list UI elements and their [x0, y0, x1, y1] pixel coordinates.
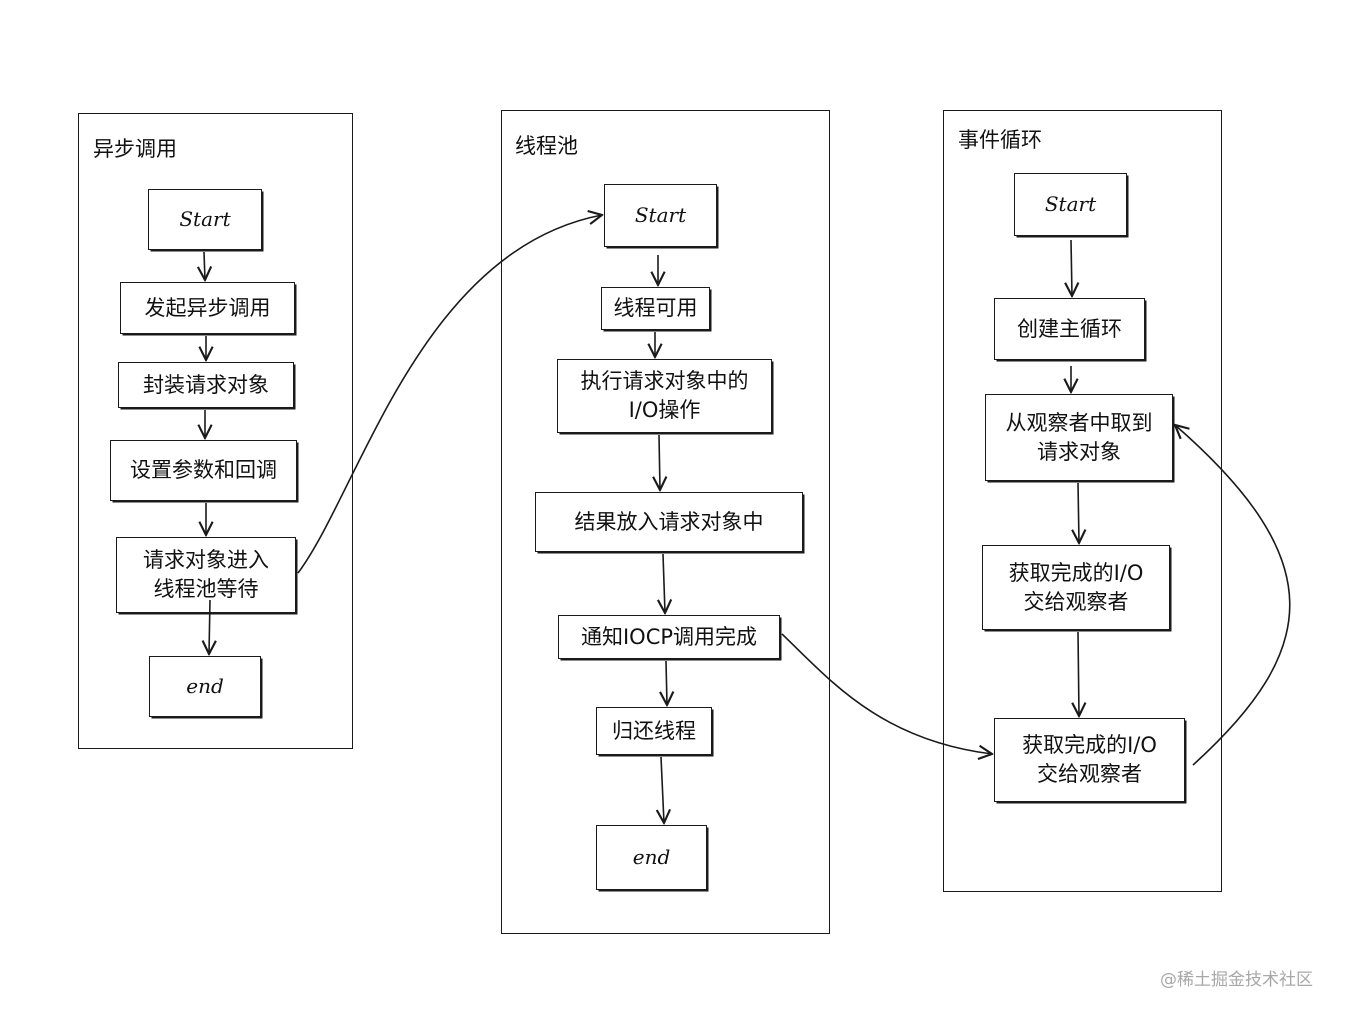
pool-step-execute-io[interactable]: 执行请求对象中的 I/O操作 — [557, 359, 772, 433]
loop-start-node[interactable]: Start — [1014, 173, 1127, 236]
loop-step-completed-io-b[interactable]: 获取完成的I/O 交给观察者 — [994, 718, 1185, 802]
async-step-enter-pool[interactable]: 请求对象进入 线程池等待 — [116, 537, 296, 613]
async-step-initiate[interactable]: 发起异步调用 — [120, 282, 295, 334]
async-start-node[interactable]: Start — [148, 189, 262, 250]
lane-title-loop: 事件循环 — [958, 128, 1042, 152]
pool-end-node[interactable]: end — [596, 825, 707, 890]
pool-start-node[interactable]: Start — [604, 184, 717, 247]
async-step-wrap-request[interactable]: 封装请求对象 — [118, 362, 294, 408]
pool-step-store-result[interactable]: 结果放入请求对象中 — [535, 492, 803, 552]
loop-step-create-main-loop[interactable]: 创建主循环 — [994, 298, 1145, 360]
pool-step-thread-available[interactable]: 线程可用 — [601, 287, 710, 330]
lane-title-async: 异步调用 — [93, 137, 177, 161]
pool-step-notify-iocp[interactable]: 通知IOCP调用完成 — [558, 615, 780, 659]
watermark-text: @稀土掘金技术社区 — [1160, 970, 1313, 990]
pool-step-return-thread[interactable]: 归还线程 — [596, 707, 712, 755]
lane-title-pool: 线程池 — [515, 134, 578, 158]
async-step-set-params[interactable]: 设置参数和回调 — [110, 440, 297, 501]
loop-step-completed-io-a[interactable]: 获取完成的I/O 交给观察者 — [982, 545, 1170, 630]
loop-step-fetch-request[interactable]: 从观察者中取到 请求对象 — [985, 394, 1173, 481]
async-end-node[interactable]: end — [149, 656, 261, 717]
